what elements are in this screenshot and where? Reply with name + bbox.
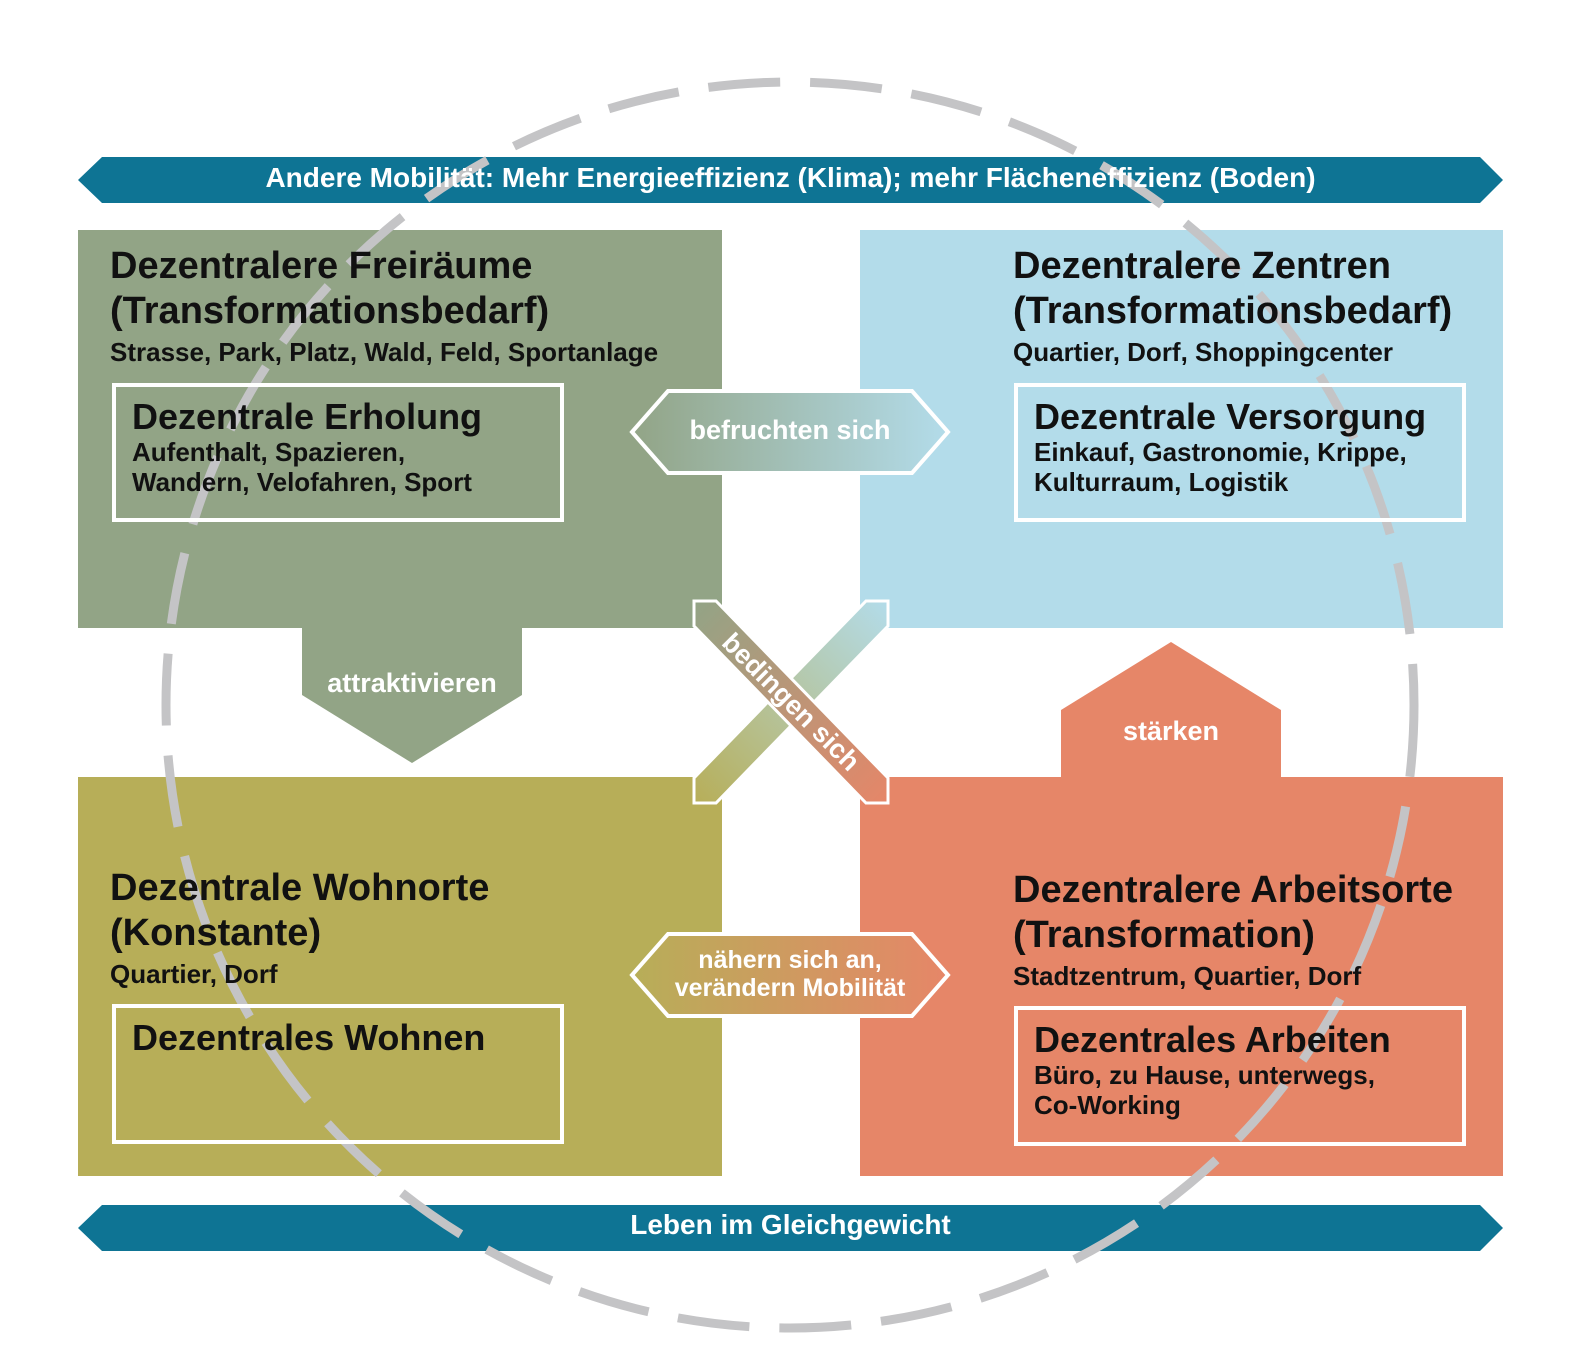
versorgung-line2: Kulturraum, Logistik <box>1034 467 1289 497</box>
naehern-hexagon <box>629 932 951 1018</box>
befruchten-hexagon <box>629 389 951 475</box>
arbeiten-line2: Co-Working <box>1034 1090 1181 1120</box>
arbeitsorte-header: Dezentralere Arbeitsorte (Transformation… <box>1013 868 1453 992</box>
erholung-line1: Aufenthalt, Spazieren, <box>132 437 406 467</box>
naehern-label: nähern sich an, verändern Mobilität <box>632 946 948 1002</box>
naehern-label-line1: nähern sich an, <box>698 946 882 974</box>
arbeiten-line1: Büro, zu Hause, unterwegs, <box>1034 1060 1375 1090</box>
freiraeume-subtitle: Strasse, Park, Platz, Wald, Feld, Sporta… <box>110 337 659 367</box>
wohnorte-title-line2: (Konstante) <box>110 912 322 954</box>
arbeitsorte-subtitle: Stadtzentrum, Quartier, Dorf <box>1013 961 1362 991</box>
wohnorte-title-line1: Dezentrale Wohnorte <box>110 867 490 909</box>
wohnorte-header: Dezentrale Wohnorte (Konstante) Quartier… <box>110 866 489 990</box>
erholung-title: Dezentrale Erholung <box>132 396 483 437</box>
staerken-arrow <box>1061 642 1281 779</box>
arbeiten-title: Dezentrales Arbeiten <box>1034 1019 1391 1060</box>
attraktivieren-arrow <box>302 626 522 763</box>
versorgung-line1: Einkauf, Gastronomie, Krippe, <box>1034 437 1407 467</box>
freiraeume-title-line2: (Transformationsbedarf) <box>110 290 550 332</box>
versorgung-box: Dezentrale Versorgung Einkauf, Gastronom… <box>1014 383 1466 522</box>
befruchten-label: befruchten sich <box>689 415 891 445</box>
wohnen-title: Dezentrales Wohnen <box>132 1017 486 1058</box>
arbeitsorte-title-line2: (Transformation) <box>1013 914 1315 956</box>
zentren-header: Dezentralere Zentren (Transformationsbed… <box>1013 244 1452 368</box>
zentren-subtitle: Quartier, Dorf, Shoppingcenter <box>1013 337 1393 367</box>
wohnorte-subtitle: Quartier, Dorf <box>110 959 278 989</box>
naehern-label-line2: verändern Mobilität <box>674 974 906 1002</box>
arbeitsorte-title-line1: Dezentralere Arbeitsorte <box>1013 869 1453 911</box>
arbeiten-box: Dezentrales Arbeiten Büro, zu Hause, unt… <box>1014 1006 1466 1146</box>
erholung-line2: Wandern, Velofahren, Sport <box>132 467 472 497</box>
quadrant-zentren-bg <box>860 230 1503 628</box>
top-banner-label: Andere Mobilität: Mehr Energieeffizienz … <box>265 162 1316 193</box>
wohnen-box: Dezentrales Wohnen <box>112 1004 564 1144</box>
zentren-title-line1: Dezentralere Zentren <box>1013 245 1392 287</box>
quadrant-wohnorte-bg <box>78 777 722 1176</box>
staerken-label: stärken <box>1122 716 1220 746</box>
erholung-box: Dezentrale Erholung Aufenthalt, Spaziere… <box>112 383 564 522</box>
zentren-title-line2: (Transformationsbedarf) <box>1013 290 1453 332</box>
freiraeume-header: Dezentralere Freiräume (Transformationsb… <box>110 244 658 368</box>
versorgung-title: Dezentrale Versorgung <box>1034 396 1427 437</box>
attraktivieren-label: attraktivieren <box>327 668 497 698</box>
bottom-banner-label: Leben im Gleichgewicht <box>630 1209 951 1240</box>
balance-circle <box>161 77 1419 1333</box>
freiraeume-title-line1: Dezentralere Freiräume <box>110 245 533 287</box>
bedingen-diagonal-2 <box>692 599 890 805</box>
